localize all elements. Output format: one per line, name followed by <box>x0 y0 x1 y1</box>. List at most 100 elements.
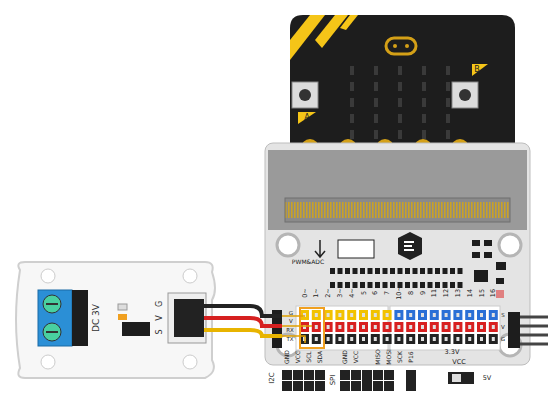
pin-number: 7 <box>384 291 391 295</box>
pad <box>405 282 410 288</box>
pin <box>362 370 372 391</box>
expansion-board <box>265 143 530 365</box>
pin <box>347 334 356 344</box>
pin-tip <box>468 337 471 341</box>
pin <box>351 370 361 380</box>
pad <box>383 282 388 288</box>
led-grid <box>350 66 450 139</box>
pin <box>430 310 439 320</box>
pin <box>293 370 303 380</box>
pin <box>312 310 321 320</box>
microbit-board <box>290 15 515 150</box>
power-switch <box>448 372 474 384</box>
pad <box>330 268 335 274</box>
pin <box>384 370 394 380</box>
led <box>350 82 354 91</box>
cable <box>204 306 282 336</box>
pin-number: 11 <box>431 289 438 297</box>
pin-tip <box>480 337 483 341</box>
pin-name: G <box>501 337 505 343</box>
pin-number: 9 <box>419 291 426 295</box>
pin-tip <box>433 313 436 317</box>
led <box>374 66 378 75</box>
pin-tip <box>338 313 341 317</box>
pin-tip <box>445 325 448 329</box>
pad <box>330 282 335 288</box>
led <box>374 130 378 139</box>
led <box>422 98 426 107</box>
pin-number: 12 <box>443 289 450 297</box>
pin-tip <box>338 337 341 341</box>
pin-tip <box>397 337 400 341</box>
pin-tip <box>421 313 424 317</box>
pin <box>335 334 344 344</box>
pin <box>312 322 321 332</box>
pin-number: 10~ <box>396 286 403 300</box>
pin <box>351 381 361 391</box>
pin <box>315 381 325 391</box>
edge-slot <box>285 198 510 222</box>
pin-number: 13 <box>455 289 462 297</box>
note-label: PWM&ADC <box>292 259 324 265</box>
pin-number: 14 <box>466 289 473 297</box>
pad <box>338 268 343 274</box>
pin-name: TX <box>286 337 293 343</box>
pad <box>353 268 358 274</box>
pin-name: VCC <box>295 351 301 363</box>
led <box>398 130 402 139</box>
pin <box>340 381 350 391</box>
pin-tip <box>421 325 424 329</box>
pin <box>371 310 380 320</box>
pin-tip <box>421 337 424 341</box>
pin <box>465 310 474 320</box>
pin-tip <box>386 337 389 341</box>
slot-body <box>268 150 527 230</box>
pin <box>335 322 344 332</box>
pin <box>394 322 403 332</box>
pin-tip <box>492 325 495 329</box>
pad <box>435 268 440 274</box>
pad <box>443 268 448 274</box>
pin <box>406 334 415 344</box>
pin-tip <box>362 337 365 341</box>
pin-tip <box>480 313 483 317</box>
arrow-mark <box>315 240 325 257</box>
pin-tip <box>492 313 495 317</box>
corner-stripe <box>315 15 348 48</box>
pad-rows <box>330 268 463 288</box>
pin-number: 3~ <box>337 288 344 298</box>
switch-label: 3.3V <box>445 349 460 356</box>
led <box>422 130 426 139</box>
pin-name: SCL <box>306 351 312 362</box>
pad <box>443 282 448 288</box>
pin <box>418 310 427 320</box>
led <box>398 82 402 91</box>
pin <box>453 310 462 320</box>
pad <box>413 282 418 288</box>
pin <box>418 334 427 344</box>
pad <box>420 268 425 274</box>
pin <box>477 310 486 320</box>
pin-number: 15 <box>478 289 485 297</box>
pin-name: V <box>501 325 505 331</box>
button-marker <box>472 64 488 76</box>
pin-name: V <box>289 319 293 325</box>
pin <box>340 370 350 380</box>
led <box>446 130 450 139</box>
pin-tip <box>468 313 471 317</box>
pad <box>368 268 373 274</box>
pin <box>465 334 474 344</box>
pin <box>442 334 451 344</box>
pin-tip <box>327 325 330 329</box>
pin-number: 16 <box>490 289 497 297</box>
pad <box>345 268 350 274</box>
pin-name: VCC <box>353 351 359 363</box>
pad <box>345 282 350 288</box>
pin <box>359 334 368 344</box>
pin <box>489 310 498 320</box>
header-label: SPI <box>330 375 337 386</box>
board-icon <box>338 240 374 258</box>
pin-tip <box>315 337 318 341</box>
pin-tip <box>362 325 365 329</box>
